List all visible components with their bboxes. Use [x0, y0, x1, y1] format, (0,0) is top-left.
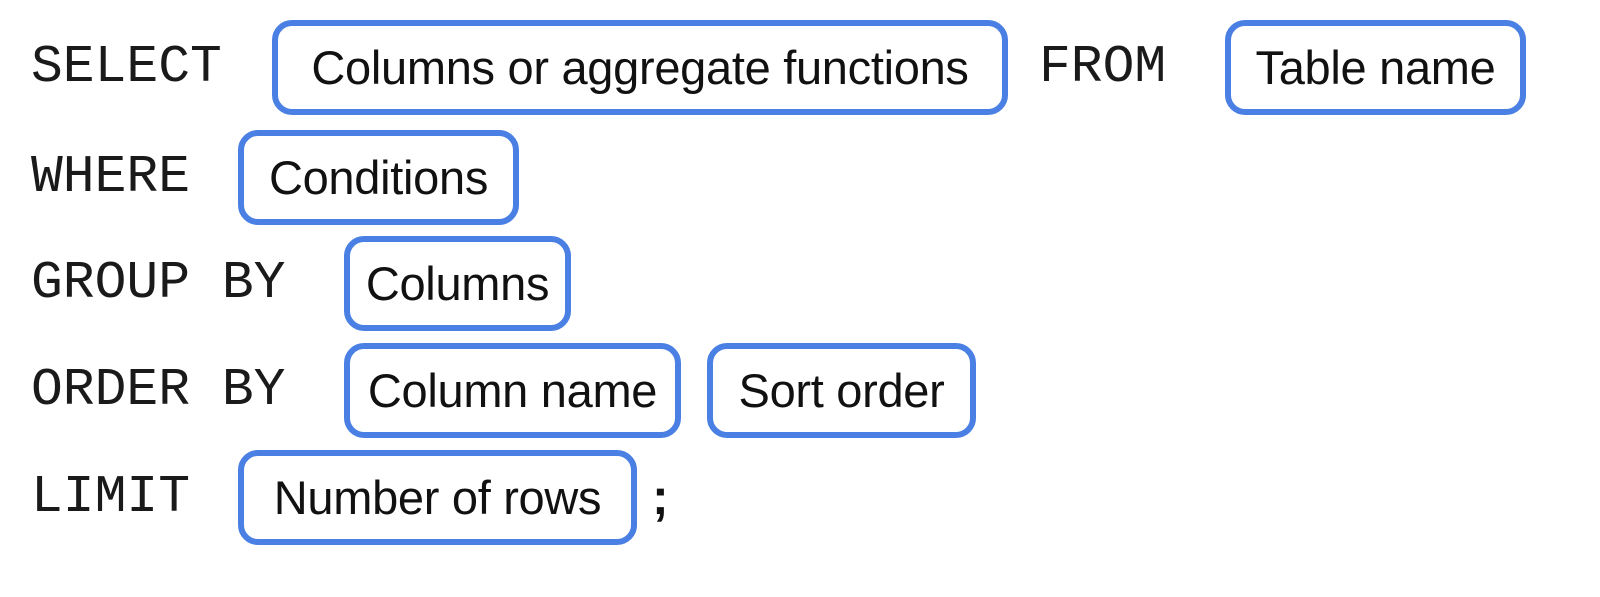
slot-order-by-sort-order-label: Sort order — [738, 363, 945, 417]
slot-order-by-column-name-label: Column name — [367, 363, 658, 417]
clause-row-group-by: GROUP BY Columns — [0, 230, 1600, 336]
keyword-group-by: GROUP BY — [31, 252, 286, 313]
keyword-select: SELECT — [31, 36, 222, 97]
slot-select-columns[interactable]: Columns or aggregate functions — [272, 19, 1008, 115]
clause-row-where: WHERE Conditions — [0, 124, 1600, 230]
keyword-order-by: ORDER BY — [31, 359, 286, 420]
slot-order-by-column-name[interactable]: Column name — [344, 342, 681, 438]
slot-limit-number-of-rows[interactable]: Number of rows — [238, 449, 637, 545]
clause-row-select: SELECT Columns or aggregate functions FR… — [0, 14, 1600, 120]
clause-row-limit: LIMIT Number of rows ; — [0, 444, 1600, 550]
slot-group-by-columns[interactable]: Columns — [344, 235, 571, 331]
slot-limit-number-of-rows-label: Number of rows — [273, 470, 602, 524]
slot-from-table-name[interactable]: Table name — [1225, 19, 1526, 115]
clause-row-order-by: ORDER BY Column name Sort order — [0, 337, 1600, 443]
keyword-limit: LIMIT — [31, 466, 191, 527]
statement-terminator: ; — [652, 469, 669, 525]
slot-select-columns-label: Columns or aggregate functions — [311, 40, 969, 94]
slot-where-conditions-label: Conditions — [268, 150, 489, 204]
slot-order-by-sort-order[interactable]: Sort order — [707, 342, 976, 438]
slot-from-table-name-label: Table name — [1255, 40, 1496, 94]
keyword-where: WHERE — [31, 146, 191, 207]
slot-group-by-columns-label: Columns — [365, 256, 550, 310]
slot-where-conditions[interactable]: Conditions — [238, 129, 519, 225]
keyword-from: FROM — [1039, 36, 1167, 97]
